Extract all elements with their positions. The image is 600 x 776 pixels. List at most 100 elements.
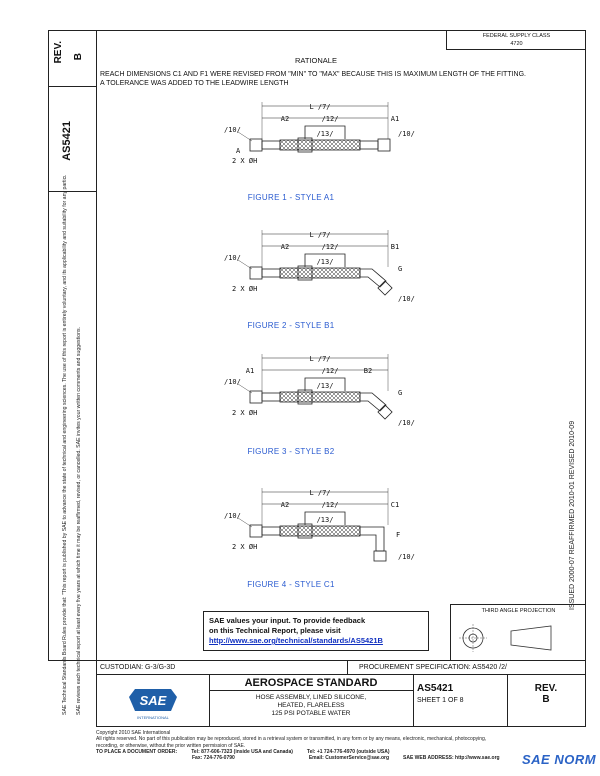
braid-label: /13/ xyxy=(317,516,334,524)
left-fitting xyxy=(261,268,281,278)
callout-left: /10/ xyxy=(224,378,241,386)
left-margin-column: REV. B AS5421 xyxy=(48,30,96,661)
procurement-spec: PROCUREMENT SPECIFICATION: AS5420 /2/ xyxy=(359,664,507,671)
title-desc-2: HEATED, FLARELESS xyxy=(277,702,345,709)
callout-left-leader xyxy=(237,517,253,528)
figure-4-drawing: L /7/A2/12/C1/13/F/10//10/2 X ØH xyxy=(224,488,415,562)
heater-connector xyxy=(297,265,313,281)
footer-fax: Fax: 724-776-0790 xyxy=(192,755,235,762)
callout-left: /10/ xyxy=(224,126,241,134)
hose-body xyxy=(279,391,361,403)
dim-label-left: A2 xyxy=(281,501,289,509)
feedback-link[interactable]: http://www.sae.org/technical/standards/A… xyxy=(209,636,383,645)
fed-class-value: 4720 xyxy=(510,41,523,47)
left-fitting xyxy=(261,392,281,402)
angle-label: G xyxy=(398,389,402,397)
figure-1-caption: FIGURE 1 - STYLE A1 xyxy=(247,193,335,202)
dim-label-left: A1 xyxy=(246,367,254,375)
braid-label: /13/ xyxy=(317,258,334,266)
figure-2-drawing: L /7/A2/12/B1/13/G/10//10/2 X ØH xyxy=(224,230,415,303)
dim-label-left: A2 xyxy=(281,115,289,123)
dim-label-right: B2 xyxy=(364,367,372,375)
footer-order-label: TO PLACE A DOCUMENT ORDER: xyxy=(96,748,178,755)
right-nut xyxy=(377,280,393,296)
footer-rights-2: recording, or otherwise, without the pri… xyxy=(96,742,246,749)
projection-symbol-icon xyxy=(459,624,552,652)
right-nut xyxy=(377,404,393,420)
leadwire xyxy=(304,511,346,525)
dim-label-right: B1 xyxy=(391,243,399,251)
leadwire xyxy=(304,377,346,391)
hose-body xyxy=(279,525,361,537)
rev-cell: REV. B xyxy=(507,675,585,726)
heater-connector xyxy=(297,523,313,539)
title-rev-value: B xyxy=(542,694,550,705)
footer-tel-2: Tel: +1 724-776-4970 (outside USA) xyxy=(306,748,390,755)
doc-number-cell: AS5421 SHEET 1 OF 8 xyxy=(413,675,508,726)
title-desc-1: HOSE ASSEMBLY, LINED SILICONE, xyxy=(255,694,367,701)
dim-label-mid: /12/ xyxy=(322,501,339,509)
sae-logo-icon: SAE INTERNATIONAL xyxy=(129,689,177,720)
callout-right: /10/ xyxy=(398,419,415,427)
dim-label-mid: /12/ xyxy=(322,367,339,375)
braid-label: /13/ xyxy=(317,382,334,390)
figure-1-drawing: L /7/A2/12/A1/13//10//10/2 X ØHA xyxy=(224,102,415,165)
footer: Copyright 2010 SAE International All rig… xyxy=(96,730,586,761)
right-fitting xyxy=(359,140,379,150)
logo-cell: SAE INTERNATIONAL xyxy=(97,675,210,726)
right-nut xyxy=(373,550,387,562)
feedback-line-2: on this Technical Report, please visit xyxy=(209,626,341,635)
title-cell: AEROSPACE STANDARD HOSE ASSEMBLY, LINED … xyxy=(209,675,414,726)
dim-label-overall: L /7/ xyxy=(309,355,330,363)
left-divider xyxy=(49,86,96,87)
figure-3-caption: FIGURE 3 - STYLE B2 xyxy=(247,447,335,456)
footer-rights: All rights reserved. No part of this pub… xyxy=(96,736,487,743)
logo-text: SAE xyxy=(140,693,167,708)
fed-supply-class-box: FEDERAL SUPPLY CLASS 4720 xyxy=(446,30,586,50)
figure-3-drawing: L /7/A1/12/B2/13/G/10//10/2 X ØH xyxy=(224,354,415,427)
custodian-text: CUSTODIAN: G-3/G-3D xyxy=(100,664,176,671)
right-elbow-fitting xyxy=(359,392,387,412)
callout-right: /10/ xyxy=(398,295,415,303)
left-divider-2 xyxy=(49,191,96,192)
diameter-label: 2 X ØH xyxy=(232,157,257,165)
footer-copyright: Copyright 2010 SAE International xyxy=(96,730,171,736)
dim-label-overall: L /7/ xyxy=(309,103,330,111)
feedback-box: SAE values your input. To provide feedba… xyxy=(203,611,429,651)
dim-label-right: A1 xyxy=(391,115,399,123)
footer-order-row: TO PLACE A DOCUMENT ORDER: Tel: 877-606-… xyxy=(96,749,586,755)
braid-label: /13/ xyxy=(317,130,334,138)
callout-right: /10/ xyxy=(398,553,415,561)
leadwire xyxy=(304,125,346,139)
feedback-line-1: SAE values your input. To provide feedba… xyxy=(209,616,366,625)
footer-email: Email: CustomerService@sae.org xyxy=(308,755,389,762)
title-rev-label: REV. xyxy=(534,683,558,694)
heater-connector xyxy=(297,137,313,153)
sheet-number: SHEET 1 OF 8 xyxy=(417,697,464,704)
dim-label-overall: L /7/ xyxy=(309,231,330,239)
left-fitting xyxy=(261,140,281,150)
angle-label: F xyxy=(396,531,400,539)
projection-label: THIRD ANGLE PROJECTION xyxy=(481,608,556,614)
callout-left-leader xyxy=(237,259,253,270)
watermark: SAE NORM xyxy=(522,752,597,767)
figure-2-caption: FIGURE 2 - STYLE B1 xyxy=(247,321,335,330)
dim-label-mid: /12/ xyxy=(322,115,339,123)
callout-left: /10/ xyxy=(224,512,241,520)
right-elbow-fitting xyxy=(359,526,385,552)
footer-contact-row: Fax: 724-776-0790 Email: CustomerService… xyxy=(96,755,586,761)
rationale-title: RATIONALE xyxy=(295,56,337,65)
projection-box: THIRD ANGLE PROJECTION xyxy=(450,604,586,661)
diameter-label: 2 X ØH xyxy=(232,285,257,293)
angle-label: G xyxy=(398,265,402,273)
leadwire xyxy=(304,253,346,267)
heater-connector xyxy=(297,389,313,405)
dim-label-right: C1 xyxy=(391,501,399,509)
callout-left-leader xyxy=(237,131,253,142)
standard-type: AEROSPACE STANDARD xyxy=(209,675,413,691)
logo-subtext: INTERNATIONAL xyxy=(137,715,169,720)
footer-web: SAE WEB ADDRESS: http://www.sae.org xyxy=(403,755,500,762)
diameter-label: 2 X ØH xyxy=(232,543,257,551)
hose-body xyxy=(279,267,361,279)
